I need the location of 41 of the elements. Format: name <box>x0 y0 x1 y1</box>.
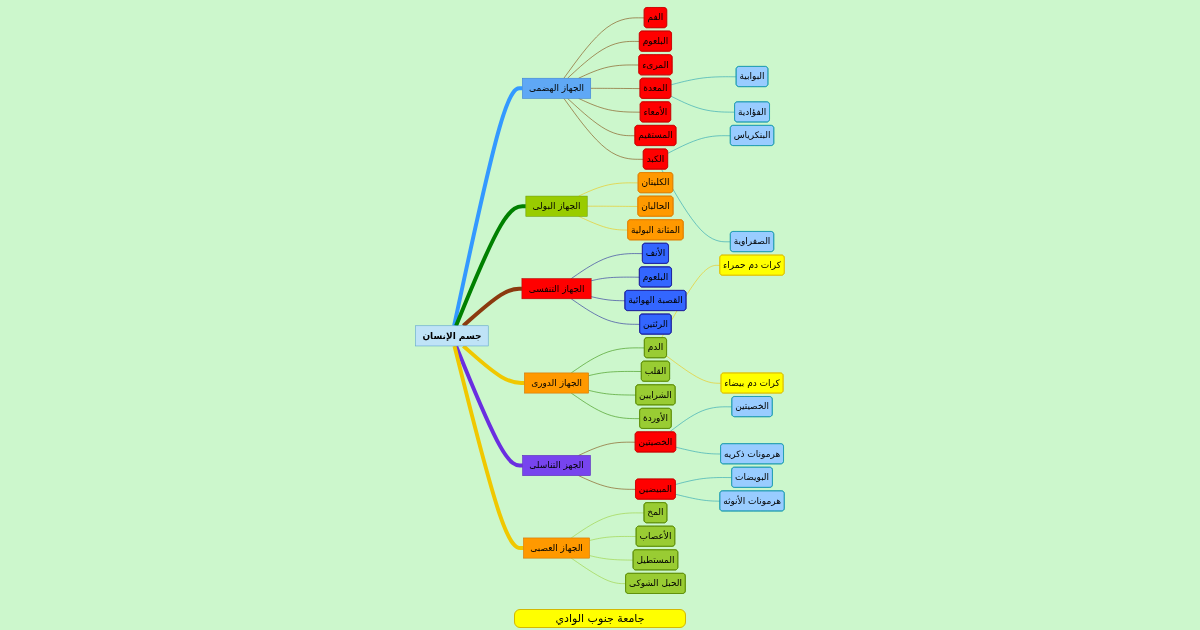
connector <box>588 389 637 395</box>
connector <box>590 295 626 301</box>
connector <box>570 557 627 584</box>
node-box: الجهاز العصبى <box>523 537 590 558</box>
connector <box>590 87 641 89</box>
connector <box>570 252 643 279</box>
connector <box>667 134 731 154</box>
connector <box>570 392 641 419</box>
connector <box>669 406 733 432</box>
connector <box>589 554 634 560</box>
connector <box>675 476 733 485</box>
connector <box>586 205 639 207</box>
node-box: الجهاز الدورى <box>524 372 589 393</box>
node-box: الجهاز التنفسى <box>521 277 592 299</box>
connector <box>578 474 637 490</box>
connector <box>462 286 522 327</box>
node-box: الجهاز البولى <box>525 195 588 217</box>
connector <box>675 446 722 454</box>
connector <box>462 344 525 385</box>
connector <box>563 97 644 160</box>
connector <box>588 370 642 376</box>
connector <box>567 40 640 78</box>
connector <box>570 512 645 538</box>
node-box: الجهاز الهضمى <box>522 77 591 99</box>
connector <box>570 347 645 373</box>
node-box: الجهز التناسلى <box>522 454 591 476</box>
footer-note: جامعة جنوب الوادي <box>514 609 686 628</box>
connector <box>567 97 636 136</box>
connector <box>454 344 523 467</box>
connector <box>590 276 640 281</box>
connector <box>589 535 637 541</box>
connector <box>563 17 645 78</box>
connector <box>675 493 721 501</box>
connector <box>670 75 737 85</box>
connector <box>578 215 629 230</box>
connector <box>578 97 641 112</box>
node-box: جسم الإنسان <box>415 325 489 346</box>
connector <box>666 355 722 384</box>
connector <box>670 95 736 112</box>
connector <box>570 298 641 325</box>
connector <box>454 203 526 326</box>
